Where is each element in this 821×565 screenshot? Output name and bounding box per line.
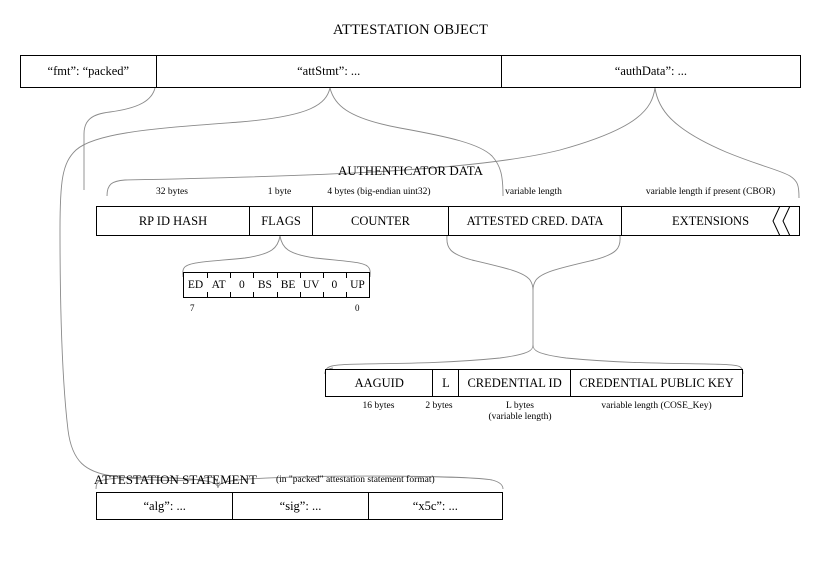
size-label-credential-public-key: variable length (COSE_Key) <box>601 401 712 411</box>
attestation-statement-row: “alg”: ... “sig”: ... “x5c”: ... <box>96 492 503 520</box>
size-label-attested-cred-data: variable length <box>505 187 562 197</box>
size-label-rp-id-hash: 32 bytes <box>156 187 188 197</box>
attested-credential-data-row: AAGUID L CREDENTIAL ID CREDENTIAL PUBLIC… <box>325 369 743 397</box>
size-label-flags: 1 byte <box>267 187 292 197</box>
size-label-aaguid: 16 bytes <box>362 401 395 411</box>
authenticator-data-title: AUTHENTICATOR DATA <box>338 163 483 178</box>
size-label-credential-id-length: 2 bytes <box>425 401 453 411</box>
page-title: ATTESTATION OBJECT <box>332 22 489 38</box>
attestation-statement-note: (in "packed" attestation statement forma… <box>276 475 435 485</box>
flag-bit-ed[interactable]: ED <box>187 279 204 291</box>
attestation-object-row: “fmt”: “packed” “attStmt”: ... “authData… <box>20 55 801 88</box>
bit-index-msb: 7 <box>190 303 195 313</box>
field-credential-public-key[interactable]: CREDENTIAL PUBLIC KEY <box>569 370 742 396</box>
field-credential-id-length[interactable]: L <box>432 370 458 396</box>
field-rp-id-hash[interactable]: RP ID HASH <box>138 213 208 228</box>
zigzag-break-icon <box>772 206 791 236</box>
size-label-credential-id: L bytes (variable length) <box>488 401 552 422</box>
field-attstmt[interactable]: “attStmt”: ... <box>155 56 501 87</box>
field-x5c[interactable]: “x5c”: ... <box>367 493 502 519</box>
field-flags[interactable]: FLAGS <box>249 207 312 235</box>
bit-index-lsb: 0 <box>355 303 360 313</box>
flag-bit-up[interactable]: UP <box>345 273 369 297</box>
field-extensions[interactable]: EXTENSIONS <box>621 207 799 235</box>
field-counter[interactable]: COUNTER <box>312 207 448 235</box>
flag-bit-reserved-high[interactable]: 0 <box>230 273 253 297</box>
flag-bit-uv[interactable]: UV <box>299 273 323 297</box>
authenticator-data-row: RP ID HASH FLAGS COUNTER ATTESTED CRED. … <box>96 206 800 236</box>
flag-bit-reserved-low[interactable]: 0 <box>322 273 346 297</box>
size-label-counter: 4 bytes (big-endian uint32) <box>327 187 431 197</box>
flags-byte-box: ED AT 0 BS BE UV 0 UP <box>183 272 370 298</box>
field-alg[interactable]: “alg”: ... <box>143 498 186 513</box>
size-label-extensions: variable length if present (CBOR) <box>645 187 776 197</box>
attestation-statement-title: ATTESTATION STATEMENT <box>94 472 257 487</box>
flag-bit-at[interactable]: AT <box>207 273 230 297</box>
field-sig[interactable]: “sig”: ... <box>232 493 367 519</box>
field-authdata[interactable]: “authData”: ... <box>500 56 800 87</box>
field-credential-id[interactable]: CREDENTIAL ID <box>458 370 569 396</box>
field-aaguid[interactable]: AAGUID <box>354 375 404 390</box>
flag-bit-be[interactable]: BE <box>276 273 300 297</box>
field-attested-cred-data[interactable]: ATTESTED CRED. DATA <box>448 207 621 235</box>
flag-bit-bs[interactable]: BS <box>253 273 276 297</box>
field-fmt[interactable]: “fmt”: “packed” <box>47 64 130 78</box>
